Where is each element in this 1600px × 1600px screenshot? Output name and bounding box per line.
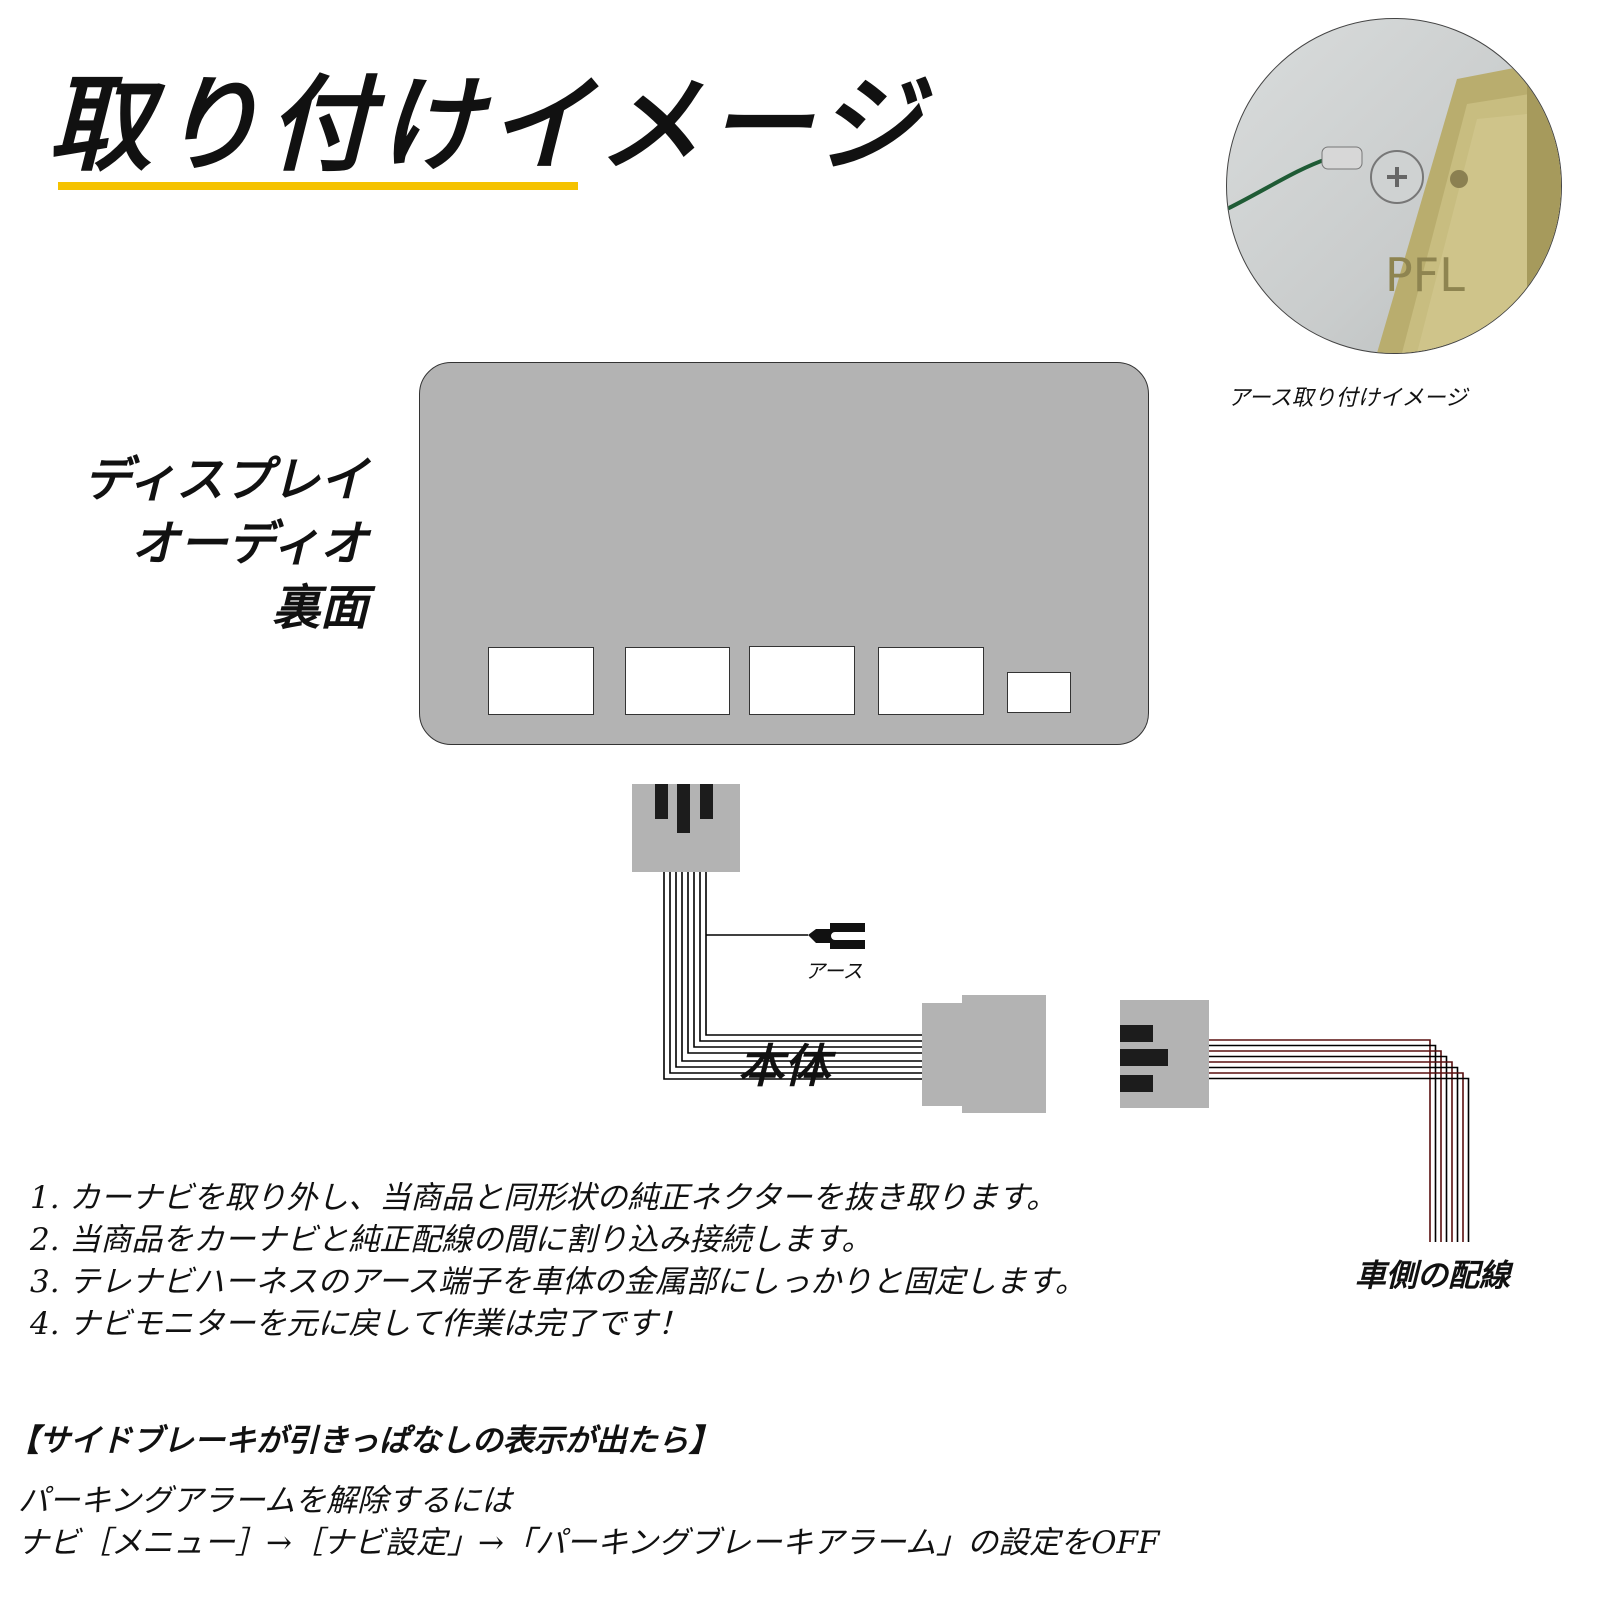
connector-slot-small [1007,672,1071,713]
side-label-line2: オーディオ [131,516,368,572]
wire [1209,1050,1442,1242]
connector-slot [625,647,730,715]
wire [669,872,922,1074]
wire [1209,1044,1437,1242]
display-audio-back-panel [419,362,1149,745]
side-label-line3: 裏面 [271,580,368,636]
note-line-2: ナビ［メニュー］→［ナビ設定」→「パーキングブレーキアラーム」の設定をOFF [18,1525,1160,1561]
wire [705,872,922,1036]
step-2: 2. 当商品をカーナビと純正配線の間に割り込み接続します。 [30,1222,873,1258]
step-4: 4. ナビモニターを元に戻して作業は完了です！ [30,1306,689,1342]
step-1: 1. カーナビを取り外し、当商品と同形状の純正ネクターを抜き取ります。 [30,1180,1058,1216]
wire [675,872,922,1068]
connector-slot [488,647,594,715]
connector-slot [749,646,855,715]
ground-label: アース [805,959,863,983]
side-label-line1: ディスプレイ [83,452,368,508]
photo-caption: アース取り付けイメージ [1228,386,1468,411]
wire [699,872,922,1042]
note-line-1: パーキングアラームを解除するには [18,1483,513,1519]
vehicle-wires [1209,1039,1470,1242]
wire [1209,1055,1448,1242]
title-underline [58,182,578,190]
wire [663,872,922,1080]
connector-slot [878,647,984,715]
vehicle-wiring-label: 車側の配線 [1355,1258,1510,1294]
wire [687,872,922,1054]
unit-connector [922,1003,967,1106]
unit-label: 本体 [738,1039,830,1093]
harness-wires [663,872,922,1080]
wire [1209,1077,1470,1242]
note-heading: 【サイドブレーキが引きっぱなしの表示が出たら】 [8,1423,720,1459]
wire [693,872,922,1048]
pfl-engraving: PFL [1385,248,1465,302]
wire [681,872,922,1062]
wire [1209,1039,1431,1242]
page-title: 取り付けイメージ [48,63,926,186]
wire [1209,1072,1464,1242]
wire [1209,1061,1453,1242]
wire [1209,1066,1459,1242]
step-3: 3. テレナビハーネスのアース端子を車体の金属部にしっかりと固定します。 [30,1264,1086,1300]
ground-terminal-icon [808,923,865,949]
